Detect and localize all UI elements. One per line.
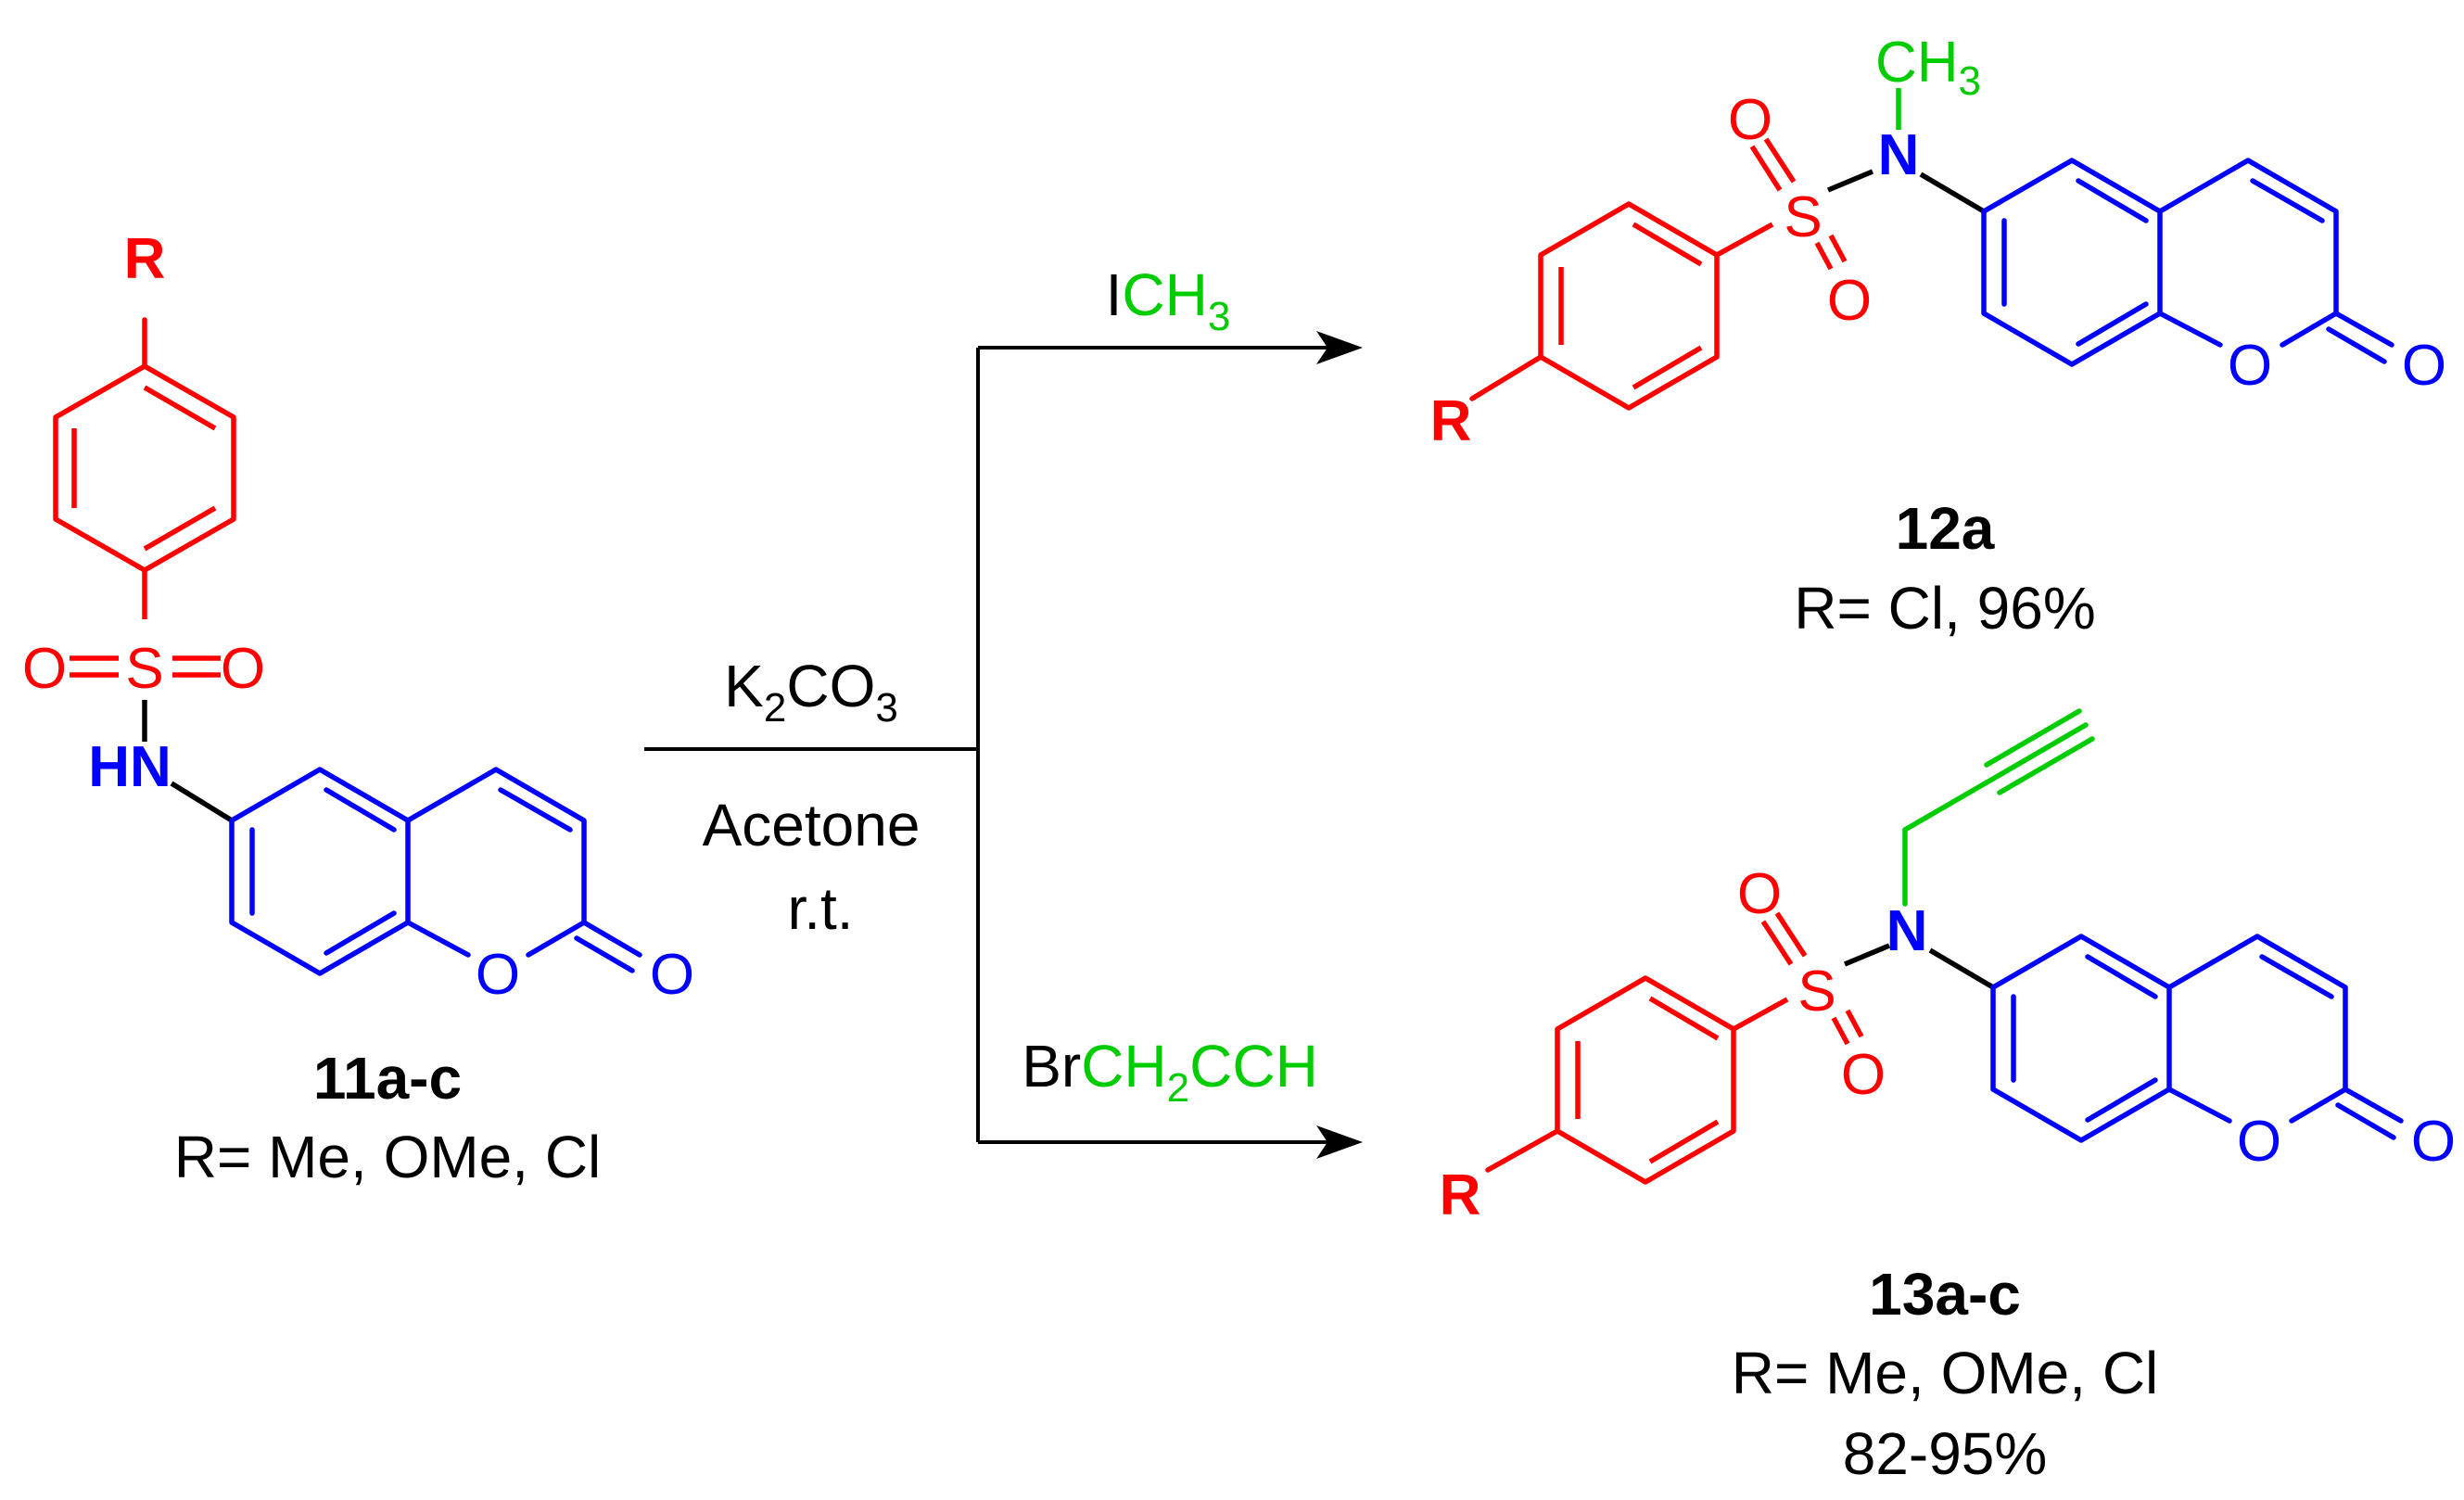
condition-base: K2CO3 (724, 653, 898, 731)
compound-13-yield: 82-95% (1843, 1420, 2048, 1487)
compound-11-id: 11a-c (313, 1045, 462, 1112)
compound-13-r-label: R (1440, 1163, 1481, 1227)
compound-12-id: 12a (1896, 495, 1995, 562)
compound-11-substituents: R= Me, OMe, Cl (174, 1124, 602, 1190)
benzene-ring-12 (1538, 201, 1720, 411)
compound-11-r-label: R (124, 227, 166, 291)
top-reagent: ICH3 (1106, 261, 1231, 339)
compound-12-structure (1469, 88, 2394, 411)
compound-11-o-left: O (22, 637, 67, 701)
sulfonyl-bonds-12 (1749, 137, 1848, 271)
compound-12-substituents: R= Cl, 96% (1794, 575, 2095, 642)
compound-11-o-right: O (221, 637, 265, 701)
compound-12-o-top: O (1728, 88, 1772, 152)
compound-12-carbonyl-o: O (2402, 334, 2446, 398)
n-coumarin-bond-11 (170, 781, 234, 823)
reaction-arrows (644, 343, 1356, 1147)
compound-13-substituents: R= Me, OMe, Cl (1732, 1340, 2159, 1406)
compound-13-sulfur: S (1797, 960, 1835, 1023)
s-n-bond-12 (1826, 169, 1874, 193)
compound-11-structure (53, 317, 642, 976)
bottom-reagent: BrCH2CCH (1022, 1033, 1318, 1111)
r-bond-12 (1469, 354, 1543, 401)
compound-13-nitrogen: N (1886, 899, 1928, 963)
compound-13-structure (1485, 708, 2404, 1185)
condition-solvent: Acetone (703, 792, 921, 858)
r-bond-13 (1485, 1128, 1560, 1173)
compound-13-id: 13a-c (1869, 1261, 2021, 1328)
benzene-ring-13 (1555, 975, 1736, 1185)
compound-12-o-bottom: O (1827, 269, 1872, 333)
compound-12-methyl: CH3 (1875, 31, 1981, 104)
ring-s-bond-12 (1715, 222, 1774, 258)
compound-13-o-bottom: O (1841, 1043, 1886, 1107)
propargyl-group (1902, 708, 2095, 907)
condition-temperature: r.t. (787, 875, 853, 942)
compound-12-r-label: R (1430, 389, 1472, 453)
compound-13-carbonyl-o: O (2411, 1110, 2456, 1174)
n-coumarin-bond-13 (1928, 947, 1995, 990)
sulfonyl-bonds-13 (1760, 911, 1864, 1046)
coumarin-11 (229, 767, 642, 976)
benzene-ring-11 (53, 363, 236, 573)
compound-11-nh: HN (88, 735, 171, 799)
compound-11-sulfur: S (125, 637, 163, 701)
s-n-bond-13 (1843, 943, 1891, 967)
compound-11-ring-o: O (476, 943, 520, 1007)
compound-12-ring-o: O (2228, 334, 2272, 398)
coumarin-12 (1981, 158, 2394, 367)
compound-11-carbonyl-o: O (650, 943, 694, 1007)
compound-12-sulfur: S (1784, 185, 1822, 249)
n-coumarin-bond-12 (1919, 172, 1986, 214)
arrowheads (1316, 331, 1363, 1159)
sulfonyl-bonds-11 (70, 655, 221, 678)
compound-13-o-top: O (1737, 862, 1782, 926)
compound-12-nitrogen: N (1878, 123, 1920, 187)
coumarin-13 (1990, 934, 2404, 1143)
ring-s-bond-13 (1732, 997, 1789, 1032)
compound-13-ring-o: O (2237, 1110, 2281, 1174)
